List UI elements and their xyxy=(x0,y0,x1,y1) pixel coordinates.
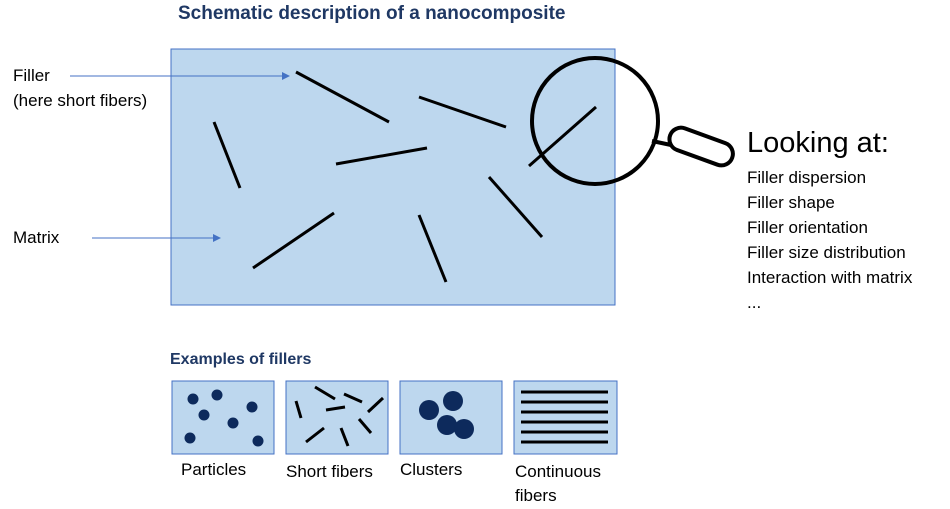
short-fiber xyxy=(325,405,346,412)
fiber xyxy=(295,70,390,124)
cluster-particle xyxy=(454,419,474,439)
looking-item: Interaction with matrix xyxy=(747,268,913,287)
particle xyxy=(198,409,210,421)
looking-at-heading: Looking at: xyxy=(747,127,889,159)
fiber xyxy=(212,121,242,189)
filler-label: Filler xyxy=(13,66,50,85)
looking-item: Filler shape xyxy=(747,193,835,212)
looking-item: Filler dispersion xyxy=(747,168,867,187)
short-fibers-caption: Short fibers xyxy=(286,462,373,481)
looking-item: ... xyxy=(747,293,762,312)
particles-caption: Particles xyxy=(181,460,247,479)
matrix-label: Matrix xyxy=(13,228,60,247)
particle xyxy=(187,393,199,405)
particle xyxy=(227,417,239,429)
clusters-caption: Clusters xyxy=(400,460,463,479)
examples-title: Examples of fillers xyxy=(170,351,312,368)
fiber xyxy=(335,146,428,166)
cluster-particle xyxy=(419,400,439,420)
diagram-title: Schematic description of a nanocomposite xyxy=(178,3,566,24)
particle xyxy=(211,389,223,401)
cluster-particle xyxy=(437,415,457,435)
short-fiber xyxy=(305,426,325,444)
short-fibers-example-group xyxy=(294,385,385,447)
matrix-box xyxy=(170,48,616,306)
clusters-group xyxy=(419,391,474,439)
looking-at-list: Filler dispersion Filler shape Filler or… xyxy=(747,165,912,315)
continuous-caption-line1: Continuous xyxy=(515,462,602,481)
filler-sublabel: (here short fibers) xyxy=(13,91,148,110)
looking-item: Filler size distribution xyxy=(747,243,906,262)
short-fiber xyxy=(339,427,350,447)
particle xyxy=(252,435,264,447)
fiber xyxy=(528,105,597,168)
continuous-caption-line2: fibers xyxy=(515,486,557,505)
particle xyxy=(246,401,258,413)
short-fiber xyxy=(366,396,385,414)
short-fibers-box xyxy=(285,380,389,455)
particles-group xyxy=(184,389,264,447)
short-fiber xyxy=(343,392,363,404)
magnifying-glass-icon xyxy=(530,56,735,186)
short-fiber xyxy=(357,418,373,434)
fiber xyxy=(417,214,448,283)
fiber xyxy=(418,95,507,129)
continuous-fibers-group xyxy=(521,390,608,444)
short-fiber xyxy=(294,400,303,419)
short-fibers-group xyxy=(212,70,597,283)
fiber xyxy=(487,176,544,238)
fiber xyxy=(252,211,335,270)
looking-item: Filler orientation xyxy=(747,218,868,237)
short-fiber xyxy=(314,385,336,401)
particle xyxy=(184,432,196,444)
cluster-particle xyxy=(443,391,463,411)
